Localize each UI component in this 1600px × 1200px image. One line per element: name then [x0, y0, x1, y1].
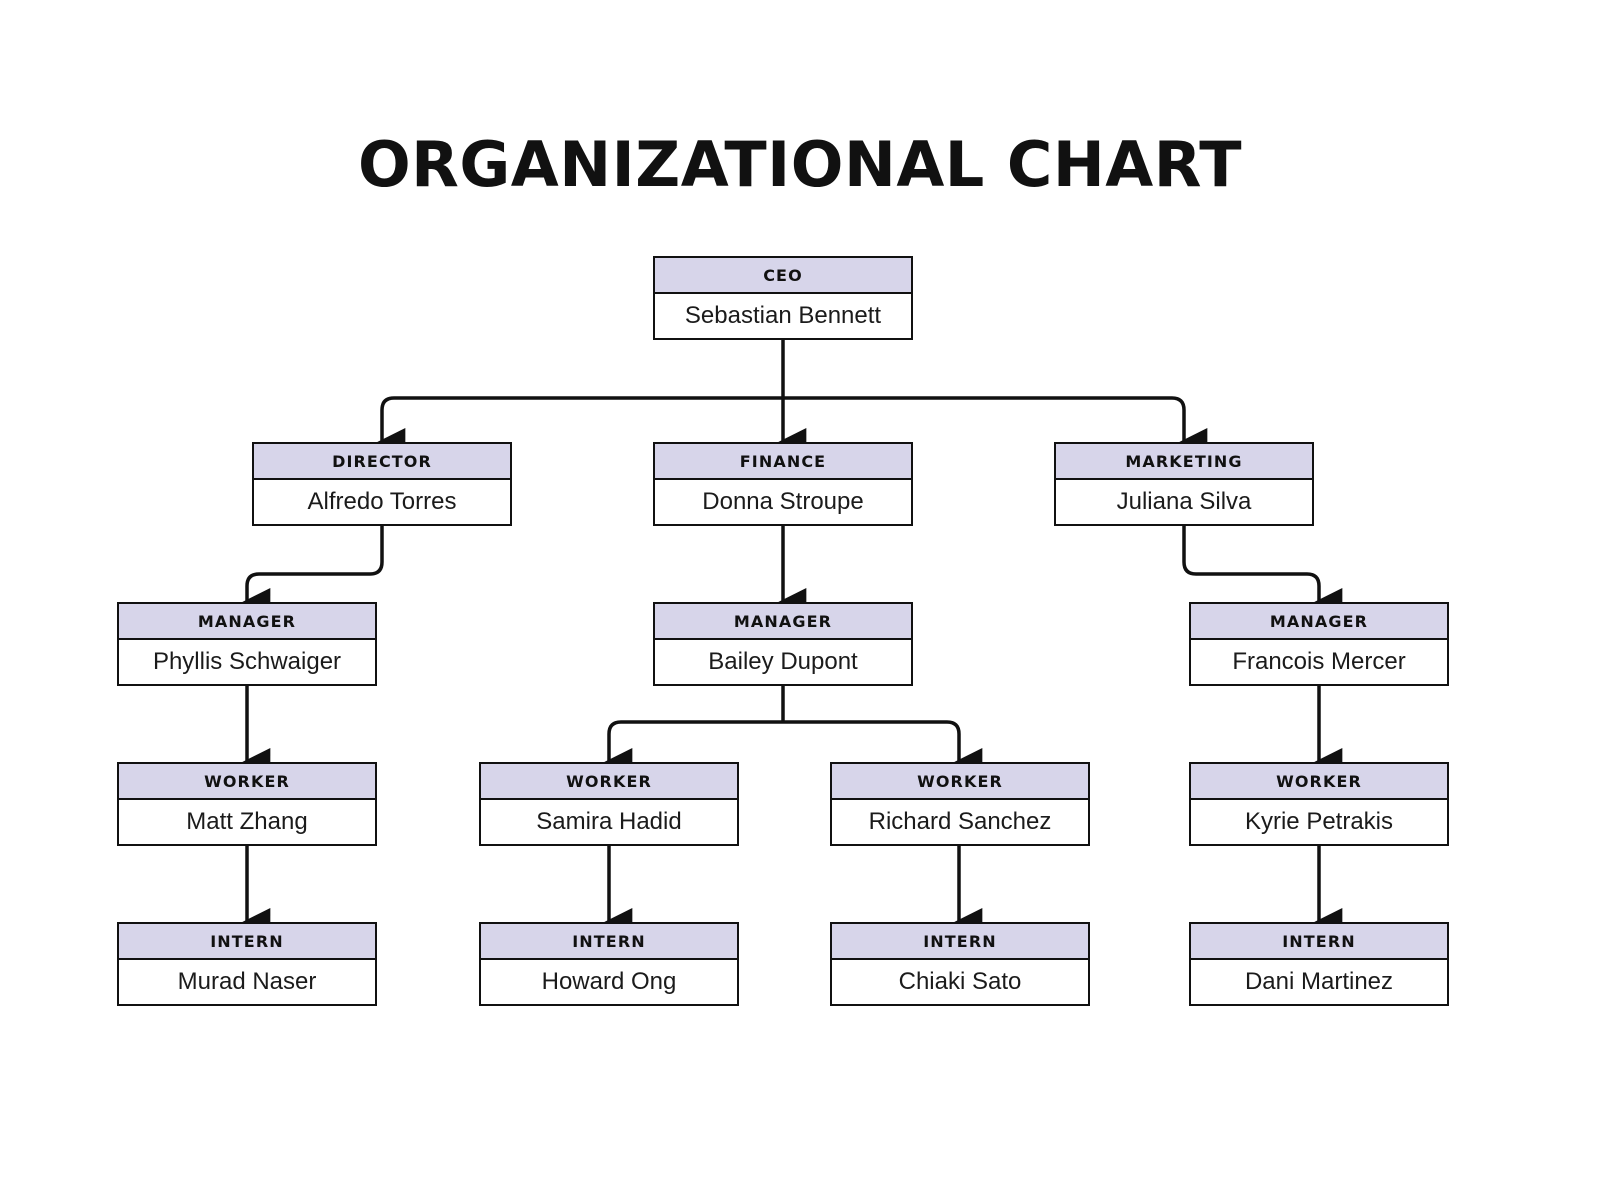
org-node-manager-2[interactable]: MANAGER Bailey Dupont — [653, 602, 913, 686]
org-node-name: Richard Sanchez — [832, 800, 1088, 844]
connector-marketing-manager3 — [1182, 526, 1343, 616]
connector-ceo-bus — [377, 396, 1208, 456]
org-node-role: WORKER — [832, 764, 1088, 800]
org-node-finance[interactable]: FINANCE Donna Stroupe — [653, 442, 913, 526]
org-node-name: Murad Naser — [119, 960, 375, 1004]
org-node-intern-4[interactable]: INTERN Dani Martinez — [1189, 922, 1449, 1006]
org-node-role: INTERN — [119, 924, 375, 960]
org-node-name: Francois Mercer — [1191, 640, 1447, 684]
org-node-role: FINANCE — [655, 444, 911, 480]
org-node-role: WORKER — [481, 764, 737, 800]
org-node-name: Matt Zhang — [119, 800, 375, 844]
org-node-name: Sebastian Bennett — [655, 294, 911, 338]
org-node-manager-3[interactable]: MANAGER Francois Mercer — [1189, 602, 1449, 686]
connector-director-manager1 — [242, 526, 384, 616]
org-node-name: Alfredo Torres — [254, 480, 510, 524]
org-node-role: CEO — [655, 258, 911, 294]
org-node-role: INTERN — [481, 924, 737, 960]
org-node-role: MANAGER — [655, 604, 911, 640]
org-node-intern-1[interactable]: INTERN Murad Naser — [117, 922, 377, 1006]
org-node-name: Juliana Silva — [1056, 480, 1312, 524]
org-node-role: INTERN — [832, 924, 1088, 960]
org-node-worker-1[interactable]: WORKER Matt Zhang — [117, 762, 377, 846]
org-node-name: Bailey Dupont — [655, 640, 911, 684]
org-node-role: MARKETING — [1056, 444, 1312, 480]
org-node-worker-4[interactable]: WORKER Kyrie Petrakis — [1189, 762, 1449, 846]
org-node-manager-1[interactable]: MANAGER Phyllis Schwaiger — [117, 602, 377, 686]
org-node-role: MANAGER — [119, 604, 375, 640]
org-node-worker-2[interactable]: WORKER Samira Hadid — [479, 762, 739, 846]
org-node-role: DIRECTOR — [254, 444, 510, 480]
org-node-director[interactable]: DIRECTOR Alfredo Torres — [252, 442, 512, 526]
org-node-intern-3[interactable]: INTERN Chiaki Sato — [830, 922, 1090, 1006]
org-node-role: WORKER — [119, 764, 375, 800]
org-node-name: Samira Hadid — [481, 800, 737, 844]
org-node-name: Howard Ong — [481, 960, 737, 1004]
org-node-marketing[interactable]: MARKETING Juliana Silva — [1054, 442, 1314, 526]
org-node-name: Phyllis Schwaiger — [119, 640, 375, 684]
org-node-role: WORKER — [1191, 764, 1447, 800]
org-node-name: Donna Stroupe — [655, 480, 911, 524]
org-node-ceo[interactable]: CEO Sebastian Bennett — [653, 256, 913, 340]
org-node-name: Chiaki Sato — [832, 960, 1088, 1004]
org-node-name: Dani Martinez — [1191, 960, 1447, 1004]
org-node-name: Kyrie Petrakis — [1191, 800, 1447, 844]
connector-manager2-bus — [604, 720, 983, 776]
org-node-intern-2[interactable]: INTERN Howard Ong — [479, 922, 739, 1006]
org-node-role: INTERN — [1191, 924, 1447, 960]
org-node-role: MANAGER — [1191, 604, 1447, 640]
page-title: ORGANIZATIONAL CHART — [357, 128, 1243, 201]
org-node-worker-3[interactable]: WORKER Richard Sanchez — [830, 762, 1090, 846]
